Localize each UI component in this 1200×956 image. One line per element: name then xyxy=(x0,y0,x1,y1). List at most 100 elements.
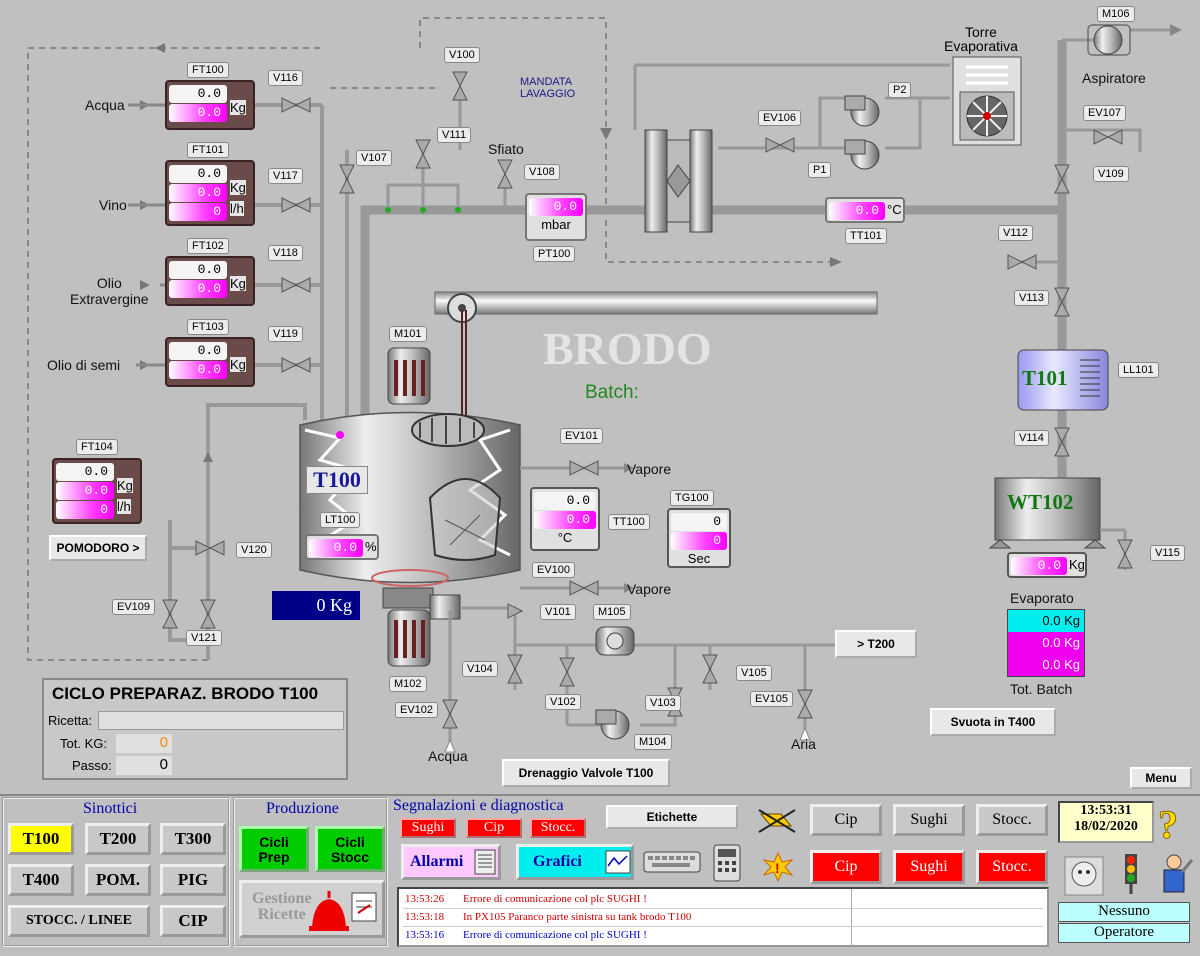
operator-icon[interactable] xyxy=(1154,852,1194,896)
tag-v109[interactable]: V109 xyxy=(1093,166,1129,182)
tag-m102[interactable]: M102 xyxy=(389,676,427,692)
tag-v107[interactable]: V107 xyxy=(356,150,392,166)
tag-ev106[interactable]: EV106 xyxy=(758,110,802,126)
readout-tt101[interactable]: 0.0 °C xyxy=(825,197,905,223)
status-stocc-top[interactable]: Stocc. xyxy=(976,804,1048,836)
ft104-value2: 0.0 xyxy=(56,482,114,500)
tag-v120[interactable]: V120 xyxy=(236,542,272,558)
tag-v108[interactable]: V108 xyxy=(524,164,560,180)
cicli-stocc-button[interactable]: Cicli Stocc xyxy=(315,826,385,872)
status-cip-top[interactable]: Cip xyxy=(810,804,882,836)
tag-v121[interactable]: V121 xyxy=(186,630,222,646)
tag-v114[interactable]: V114 xyxy=(1014,430,1049,446)
menu-button[interactable]: Menu xyxy=(1130,767,1192,789)
tag-ev107[interactable]: EV107 xyxy=(1083,105,1127,121)
evaporato-value1: 0.0 Kg xyxy=(1008,610,1084,632)
tag-v117[interactable]: V117 xyxy=(268,168,303,184)
tag-v102[interactable]: V102 xyxy=(545,694,581,710)
tag-ev105[interactable]: EV105 xyxy=(750,691,794,707)
tag-v105[interactable]: V105 xyxy=(736,665,772,681)
status-cip-bottom[interactable]: Cip xyxy=(810,850,882,884)
tag-v112[interactable]: V112 xyxy=(998,225,1033,241)
event-log[interactable]: 13:53:26 Errore di comunicazione col plc… xyxy=(397,887,1049,947)
flow-panel-ft101[interactable]: 0.0 0.0 0 Kg l/h xyxy=(165,160,255,226)
tt101-value: 0.0 xyxy=(829,202,885,220)
tag-v115[interactable]: V115 xyxy=(1150,545,1185,561)
readout-tg100[interactable]: 0 0 Sec xyxy=(667,508,731,568)
keyboard-icon[interactable] xyxy=(642,848,702,876)
tag-v116[interactable]: V116 xyxy=(268,70,303,86)
cicli-prep-button[interactable]: Cicli Prep xyxy=(239,826,309,872)
pt100-unit: mbar xyxy=(541,217,571,232)
tag-v101[interactable]: V101 xyxy=(540,604,576,620)
svuota-t400-button[interactable]: Svuota in T400 xyxy=(930,708,1056,736)
ft101-value2: 0.0 xyxy=(169,184,227,202)
log-row[interactable]: 13:53:16 Errore di comunicazione col plc… xyxy=(403,927,1043,945)
tag-ev101[interactable]: EV101 xyxy=(560,428,604,444)
tag-ev102[interactable]: EV102 xyxy=(395,702,439,718)
alarm-tab-stocc[interactable]: Stocc. xyxy=(530,818,586,838)
tag-v103[interactable]: V103 xyxy=(645,695,681,711)
nav-t100[interactable]: T100 xyxy=(8,823,74,855)
log-time: 13:53:18 xyxy=(405,911,445,923)
label-sfiato: Sfiato xyxy=(488,141,524,157)
tag-v113[interactable]: V113 xyxy=(1014,290,1049,306)
flow-panel-ft103[interactable]: 0.0 0.0 Kg xyxy=(165,337,255,387)
tag-v104[interactable]: V104 xyxy=(462,661,498,677)
label-acqua: Acqua xyxy=(85,97,125,113)
nav-t300[interactable]: T300 xyxy=(160,823,226,855)
status-stocc-bottom[interactable]: Stocc. xyxy=(976,850,1048,884)
tag-m104[interactable]: M104 xyxy=(634,734,672,750)
flow-panel-ft102[interactable]: 0.0 0.0 Kg xyxy=(165,256,255,306)
label-vapore-2: Vapore xyxy=(627,581,672,597)
grafici-button[interactable]: Grafici xyxy=(516,844,634,880)
mute-alarm-icon[interactable] xyxy=(755,806,801,836)
user-avatar-icon[interactable] xyxy=(1064,856,1104,896)
nav-cip[interactable]: CIP xyxy=(160,905,226,937)
calculator-icon[interactable] xyxy=(712,843,742,883)
sinottici-panel xyxy=(2,797,230,947)
readout-tt100[interactable]: 0.0 0.0 °C xyxy=(530,487,600,551)
user-role: Operatore xyxy=(1058,923,1190,943)
readout-lt100[interactable]: 0.0 % xyxy=(305,534,379,560)
ft100-unit: Kg xyxy=(230,100,246,115)
tank-wt102-label: WT102 xyxy=(1007,490,1074,514)
flow-panel-ft104[interactable]: 0.0 0.0 0 Kg l/h xyxy=(52,458,142,524)
ft101-unit1: Kg xyxy=(230,180,246,195)
tag-m101[interactable]: M101 xyxy=(389,326,427,342)
tag-p2[interactable]: P2 xyxy=(888,82,912,98)
alarm-tab-sughi[interactable]: Sughi xyxy=(400,818,456,838)
status-sughi-bottom[interactable]: Sughi xyxy=(893,850,965,884)
allarmi-button[interactable]: Allarmi xyxy=(401,844,501,880)
tag-v119[interactable]: V119 xyxy=(268,326,303,342)
tag-ev100[interactable]: EV100 xyxy=(532,562,576,578)
nav-pig[interactable]: PIG xyxy=(160,864,226,896)
log-row[interactable]: 13:53:26 Errore di comunicazione col plc… xyxy=(403,891,1043,909)
to-t200-button[interactable]: > T200 xyxy=(835,630,917,658)
traffic-light-icon[interactable] xyxy=(1116,852,1146,896)
nav-t400[interactable]: T400 xyxy=(8,864,74,896)
nav-pom[interactable]: POM. xyxy=(85,864,151,896)
tag-v118[interactable]: V118 xyxy=(268,245,303,261)
log-row[interactable]: 13:53:18 In PX105 Paranco parte sinistra… xyxy=(403,909,1043,927)
status-sughi-top[interactable]: Sughi xyxy=(893,804,965,836)
readout-pt100[interactable]: 0.0 mbar xyxy=(525,193,587,241)
readout-wt102[interactable]: 0.0 Kg xyxy=(1007,552,1087,578)
alarm-tab-cip[interactable]: Cip xyxy=(466,818,522,838)
gestione-ricette-button[interactable]: Gestione Ricette xyxy=(239,880,385,938)
tag-m106[interactable]: M106 xyxy=(1097,6,1135,22)
tag-v100[interactable]: V100 xyxy=(444,47,480,63)
tag-v111[interactable]: V111 xyxy=(437,127,472,143)
tag-p1[interactable]: P1 xyxy=(808,162,832,178)
nav-t200[interactable]: T200 xyxy=(85,823,151,855)
allarmi-label: Allarmi xyxy=(410,853,464,870)
help-icon[interactable]: ? xyxy=(1156,800,1192,845)
nav-stocc-linee[interactable]: STOCC. / LINEE xyxy=(8,905,150,937)
tag-m105[interactable]: M105 xyxy=(593,604,631,620)
etichette-button[interactable]: Etichette xyxy=(606,805,738,829)
drenaggio-valvole-button[interactable]: Drenaggio Valvole T100 xyxy=(502,759,670,787)
pomodoro-button[interactable]: POMODORO > xyxy=(49,535,147,561)
evaporato-value3: 0.0 Kg xyxy=(1008,654,1084,676)
tag-ev109[interactable]: EV109 xyxy=(112,599,156,615)
flow-panel-ft100[interactable]: 0.0 0.0 Kg xyxy=(165,80,255,130)
